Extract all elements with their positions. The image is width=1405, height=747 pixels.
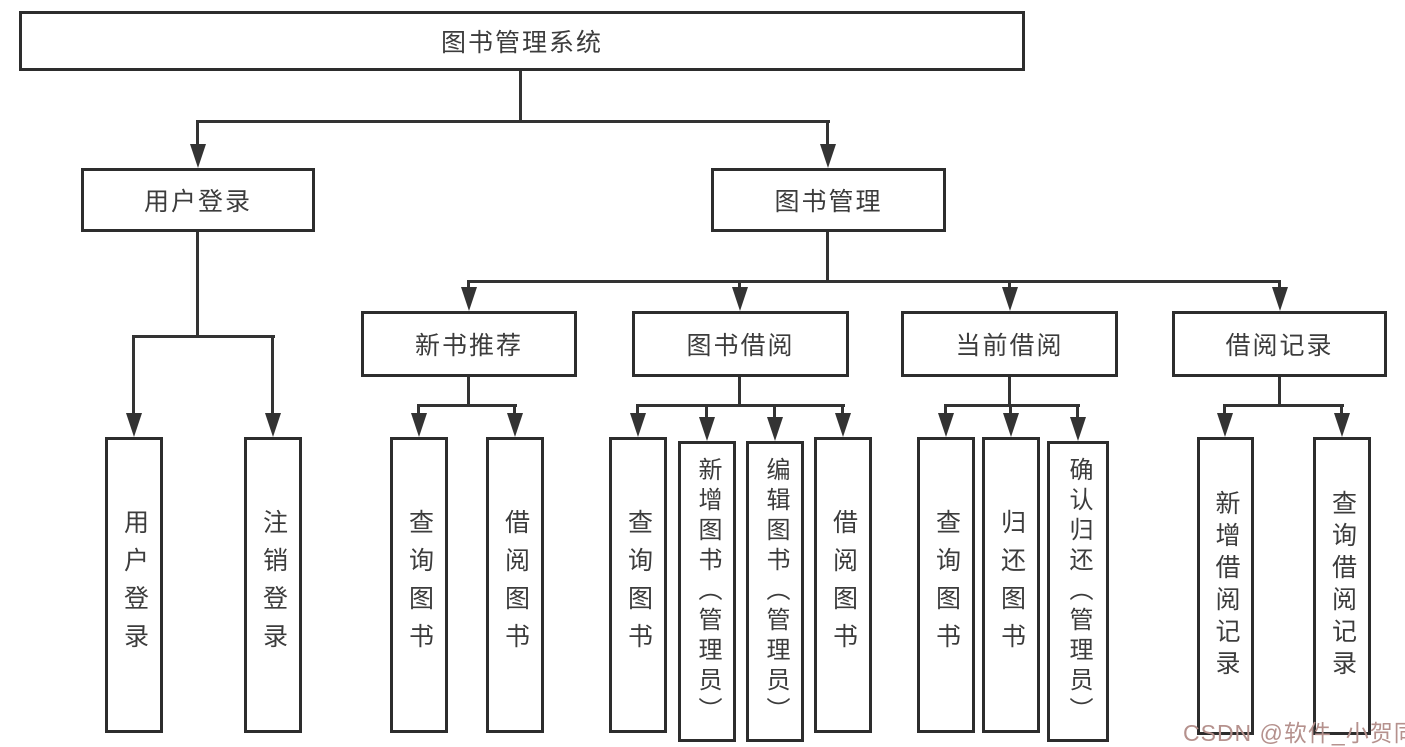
- connector-drop-cur-confirm: [1076, 404, 1079, 420]
- connector-current-borrow-crossbar: [944, 404, 1080, 407]
- connector-book-borrow-stem: [738, 377, 741, 406]
- node-bw-edit: 编辑图书（管理员）: [746, 441, 804, 742]
- node-book-borrow-label: 图书借阅: [686, 332, 795, 360]
- node-root-label: 图书管理系统: [440, 29, 603, 57]
- connector-drop-book-borrow: [738, 280, 741, 292]
- connector-drop-bw-query: [636, 404, 639, 418]
- connector-root-stem: [519, 71, 522, 122]
- connector-user-login-stem: [196, 232, 199, 337]
- connector-drop-book-mgmt: [826, 120, 829, 150]
- node-rec-query-label: 查询借阅记录: [1328, 490, 1357, 682]
- node-new-book: 新书推荐: [361, 311, 577, 377]
- arrow-down-icon: [1272, 287, 1288, 311]
- node-bw-query-label: 查询图书: [624, 509, 653, 661]
- connector-book-borrow-crossbar: [636, 404, 845, 407]
- arrow-down-icon: [820, 144, 836, 168]
- connector-drop-bw-add: [705, 404, 708, 420]
- arrow-down-icon: [265, 413, 281, 437]
- node-cur-query-label: 查询图书: [932, 509, 961, 661]
- connector-new-book-crossbar: [417, 404, 517, 407]
- connector-drop-leaf-user-login: [132, 335, 135, 417]
- node-leaf-logout-label: 注销登录: [259, 509, 288, 661]
- node-cur-query: 查询图书: [917, 437, 975, 733]
- arrow-down-icon: [630, 413, 646, 437]
- connector-borrow-record-stem: [1278, 377, 1281, 406]
- connector-root-crossbar: [196, 120, 830, 123]
- connector-book-mgmt-crossbar: [467, 280, 1281, 283]
- connector-drop-rec-query: [1340, 404, 1343, 418]
- arrow-down-icon: [507, 413, 523, 437]
- node-new-book-label: 新书推荐: [414, 332, 523, 360]
- arrow-down-icon: [1002, 287, 1018, 311]
- arrow-down-icon: [461, 287, 477, 311]
- node-borrow-record: 借阅记录: [1172, 311, 1387, 377]
- node-bw-borrow: 借阅图书: [814, 437, 872, 733]
- node-cur-return-label: 归还图书: [997, 509, 1026, 661]
- arrow-down-icon: [1334, 413, 1350, 437]
- connector-borrow-record-crossbar: [1223, 404, 1344, 407]
- connector-drop-bw-edit: [773, 404, 776, 420]
- arrow-down-icon: [732, 287, 748, 311]
- node-borrow-record-label: 借阅记录: [1225, 332, 1334, 360]
- node-cur-confirm: 确认归还（管理员）: [1047, 441, 1109, 742]
- connector-drop-nb-borrow: [513, 404, 516, 418]
- connector-drop-leaf-logout: [271, 335, 274, 417]
- connector-current-borrow-stem: [1008, 377, 1011, 406]
- arrow-down-icon: [1217, 413, 1233, 437]
- connector-drop-cur-query: [944, 404, 947, 418]
- node-cur-confirm-label: 确认归还（管理员）: [1065, 456, 1092, 727]
- node-bw-add-label: 新增图书（管理员）: [694, 456, 721, 727]
- connector-drop-bw-borrow: [841, 404, 844, 418]
- arrow-down-icon: [411, 413, 427, 437]
- node-rec-query: 查询借阅记录: [1313, 437, 1371, 735]
- connector-drop-current-borrow: [1008, 280, 1011, 292]
- connector-book-mgmt-stem: [826, 232, 829, 282]
- node-rec-add: 新增借阅记录: [1197, 437, 1254, 735]
- node-nb-borrow: 借阅图书: [486, 437, 544, 733]
- node-nb-borrow-label: 借阅图书: [501, 509, 530, 661]
- node-nb-query-label: 查询图书: [405, 509, 434, 661]
- node-rec-add-label: 新增借阅记录: [1212, 490, 1240, 682]
- node-user-login: 用户登录: [81, 168, 315, 232]
- node-book-borrow: 图书借阅: [632, 311, 849, 377]
- node-current-borrow: 当前借阅: [901, 311, 1118, 377]
- node-bw-add: 新增图书（管理员）: [678, 441, 736, 742]
- connector-drop-new-book: [467, 280, 470, 292]
- node-bw-query: 查询图书: [609, 437, 667, 733]
- connector-user-login-crossbar: [132, 335, 275, 338]
- arrow-down-icon: [190, 144, 206, 168]
- node-cur-return: 归还图书: [982, 437, 1040, 733]
- connector-drop-nb-query: [417, 404, 420, 418]
- arrow-down-icon: [767, 417, 783, 441]
- node-book-mgmt: 图书管理: [711, 168, 946, 232]
- node-leaf-user-login-label: 用户登录: [120, 509, 149, 661]
- node-nb-query: 查询图书: [390, 437, 448, 733]
- csdn-watermark: CSDN @软件_小贺同学: [1183, 720, 1405, 746]
- arrow-down-icon: [699, 417, 715, 441]
- arrow-down-icon: [1070, 417, 1086, 441]
- connector-drop-rec-add: [1223, 404, 1226, 418]
- node-book-mgmt-label: 图书管理: [774, 188, 883, 216]
- node-current-borrow-label: 当前借阅: [955, 332, 1064, 360]
- node-leaf-logout: 注销登录: [244, 437, 302, 733]
- arrow-down-icon: [126, 413, 142, 437]
- connector-drop-cur-return: [1009, 404, 1012, 418]
- node-root: 图书管理系统: [19, 11, 1025, 71]
- node-bw-borrow-label: 借阅图书: [829, 509, 858, 661]
- connector-drop-user-login: [196, 120, 199, 150]
- node-user-login-label: 用户登录: [143, 188, 252, 216]
- arrow-down-icon: [1003, 413, 1019, 437]
- arrow-down-icon: [938, 413, 954, 437]
- connector-new-book-stem: [467, 377, 470, 406]
- connector-drop-borrow-record: [1278, 280, 1281, 292]
- arrow-down-icon: [835, 413, 851, 437]
- node-bw-edit-label: 编辑图书（管理员）: [762, 456, 789, 727]
- node-leaf-user-login: 用户登录: [105, 437, 163, 733]
